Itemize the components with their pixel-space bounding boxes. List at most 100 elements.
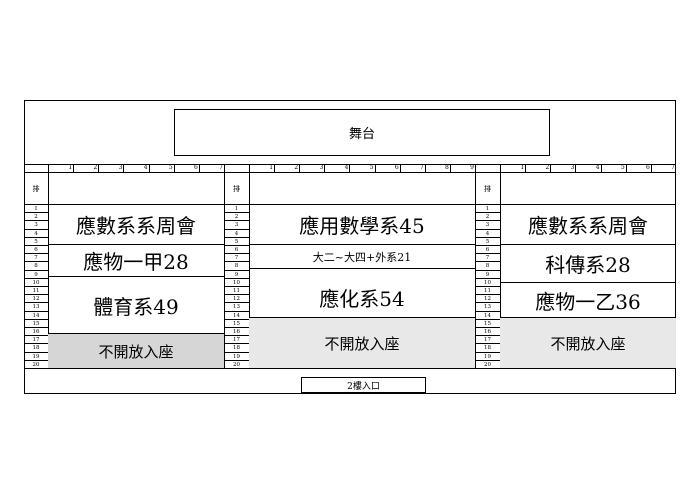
row-number: 12: [24, 294, 48, 302]
seat-block-right-2: 科傳系28: [500, 244, 676, 282]
entrance-label: 2樓入口: [347, 381, 380, 392]
row-number: 15: [24, 318, 48, 327]
seat-block-left-closed: 不開放入座: [48, 333, 224, 368]
row-number: 17: [475, 335, 500, 343]
block-label: 不開放入座: [324, 334, 400, 353]
row-number: 8: [475, 261, 500, 269]
row-number: 10: [224, 277, 249, 286]
row-number: 20: [475, 359, 500, 368]
stage-label: 舞台: [348, 127, 375, 142]
column-number: 5: [349, 164, 374, 172]
row-number: 16: [24, 327, 48, 335]
row-number: 5: [24, 236, 48, 245]
seat-block-center-3: 應化系54: [249, 268, 475, 317]
column-number: 6: [374, 164, 400, 172]
row-number: 1: [24, 204, 48, 212]
row-number: 19: [224, 351, 249, 360]
block-label: 應物一乙36: [535, 289, 641, 314]
row-number: 4: [24, 228, 48, 237]
column-number: 4: [123, 164, 148, 172]
row-number: 1: [224, 204, 249, 212]
divider: [48, 164, 49, 368]
row-number: 20: [24, 359, 48, 368]
row-number: 2: [24, 212, 48, 220]
block-label: 不開放入座: [98, 342, 174, 361]
block-label: 應物一甲28: [83, 250, 189, 274]
column-number: 2: [525, 164, 550, 172]
seating-chart-frame: [24, 100, 676, 394]
row-number: 1: [475, 204, 500, 212]
column-ruler-center: 1 2 3 4 5 6 7 8 9: [249, 164, 475, 172]
row-number: 15: [224, 318, 249, 327]
seat-block-left-3: 體育系49: [48, 276, 224, 333]
block-label: 科傳系28: [545, 253, 631, 277]
column-number: 6: [625, 164, 651, 172]
row-number: 15: [475, 318, 500, 327]
row-number: 6: [475, 245, 500, 253]
row-number: 18: [475, 343, 500, 351]
divider: [475, 164, 476, 368]
row-header: 排: [233, 185, 240, 193]
row-number: 2: [475, 212, 500, 220]
row-number: 5: [475, 236, 500, 245]
row-number: 18: [224, 343, 249, 351]
column-number: 3: [299, 164, 324, 172]
entrance-2f: 2樓入口: [301, 377, 426, 393]
seat-block-center-2: 大二~大四+外系21: [249, 244, 475, 268]
row-number: 6: [224, 245, 249, 253]
column-number: 4: [324, 164, 349, 172]
row-number: 10: [24, 277, 48, 286]
column-number: 5: [600, 164, 626, 172]
column-ruler-left: 1 2 3 4 5 6 7: [48, 164, 224, 172]
row-number: 14: [224, 310, 249, 319]
stage: 舞台: [174, 109, 550, 156]
row-number: 14: [475, 310, 500, 319]
row-number: 19: [24, 351, 48, 360]
row-number: 16: [475, 327, 500, 335]
column-number: 5: [148, 164, 174, 172]
row-header: 排: [32, 185, 40, 193]
seat-block-right-3: 應物一乙36: [500, 282, 676, 317]
column-number: 2: [274, 164, 299, 172]
row-number: 7: [224, 253, 249, 261]
band-bottom-line: [24, 368, 676, 369]
seat-block-center-1: 應用數學系45: [249, 204, 475, 244]
row-number: 7: [475, 253, 500, 261]
column-number: 4: [575, 164, 600, 172]
row-number: 17: [224, 335, 249, 343]
seat-block-left-1: 應數系系周會: [48, 204, 224, 244]
row-number: 13: [224, 302, 249, 310]
row-number: 18: [24, 343, 48, 351]
column-number: 2: [73, 164, 98, 172]
block-label: 大二~大四+外系21: [312, 250, 412, 264]
row-number: 11: [24, 286, 48, 294]
block-label: 應數系系周會: [528, 214, 648, 238]
block-label: 應用數學系45: [299, 214, 425, 238]
seat-block-right-1: 應數系系周會: [500, 204, 676, 244]
row-number: 11: [224, 286, 249, 294]
row-number: 16: [224, 327, 249, 335]
seat-block-center-closed: 不開放入座: [249, 317, 475, 368]
row-number: 8: [24, 261, 48, 269]
seat-block-left-2: 應物一甲28: [48, 244, 224, 276]
column-number: 7: [198, 164, 224, 172]
row-number: 4: [224, 228, 249, 237]
row-number: 12: [224, 294, 249, 302]
row-number: 19: [475, 351, 500, 360]
divider: [249, 164, 250, 368]
column-number: 7: [650, 164, 676, 172]
row-number: 9: [475, 269, 500, 278]
column-number: 3: [98, 164, 123, 172]
row-number: 11: [475, 286, 500, 294]
row-number: 9: [224, 269, 249, 278]
seat-block-right-closed: 不開放入座: [500, 317, 676, 368]
row-number: 20: [224, 359, 249, 368]
block-label: 應數系系周會: [76, 214, 196, 238]
column-number: 1: [500, 164, 525, 172]
row-number: 9: [24, 269, 48, 278]
row-number: 5: [224, 236, 249, 245]
row-number: 3: [475, 220, 500, 228]
column-number: 9: [449, 164, 475, 172]
